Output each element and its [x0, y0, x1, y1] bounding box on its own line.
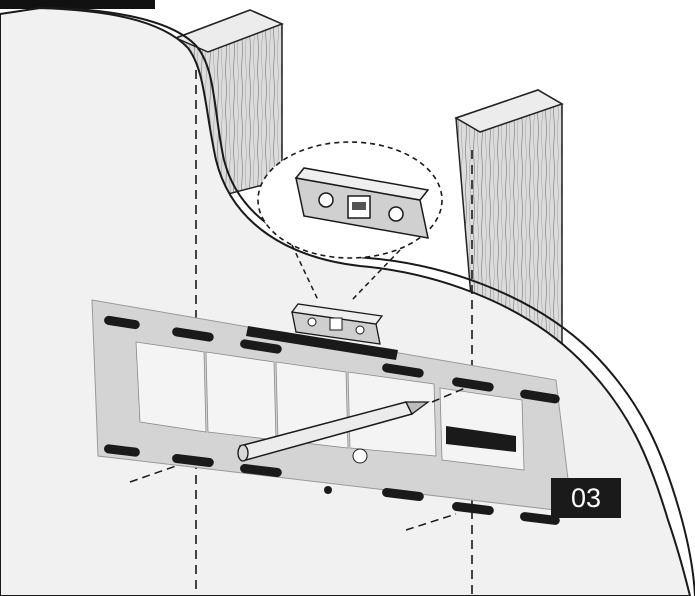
spirit-level-on-template [290, 303, 384, 345]
spirit-level-icon [294, 167, 430, 239]
marking-lines [129, 385, 471, 531]
pencil-icon [237, 401, 430, 462]
magnifier-callout-icon [257, 141, 443, 301]
header-bar-fragment [0, 0, 155, 9]
mounting-slots-bottom [104, 444, 560, 525]
mounting-slots-top [104, 315, 560, 404]
step-number-badge: 03 [551, 478, 621, 518]
